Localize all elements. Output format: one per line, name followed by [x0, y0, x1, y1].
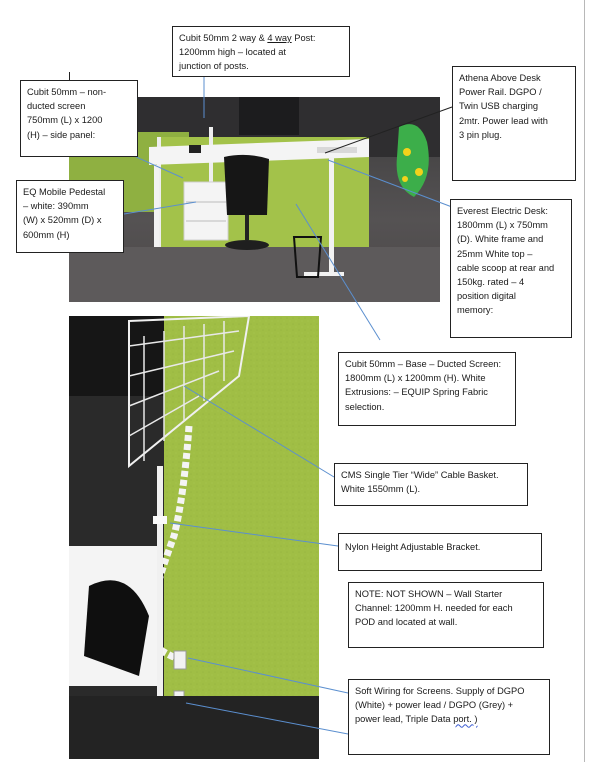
fabric-texture: [164, 316, 319, 759]
screen-post: [157, 466, 163, 759]
callout-note: NOTE: NOT SHOWN – Wall Starter Channel: …: [348, 582, 544, 648]
cable-basket-illustration: [69, 316, 319, 759]
pedestal-photo: [183, 181, 229, 241]
callout-desk: Everest Electric Desk: 1800mm (L) x 750m…: [450, 199, 572, 338]
chair-arm: [84, 580, 149, 676]
office-chair: [224, 154, 269, 215]
desk-underside: [69, 316, 164, 396]
callout-side-panel: Cubit 50mm – non- ducted screen 750mm (L…: [20, 80, 138, 157]
desk-top: [149, 139, 369, 165]
green-mascot: [396, 124, 429, 197]
desk-phone: [189, 145, 201, 153]
callout-soft-wiring: Soft Wiring for Screens. Supply of DGPO …: [348, 679, 550, 755]
cable-basket-ribs: [143, 321, 225, 461]
desk-leg-right: [329, 157, 334, 275]
carpet: [69, 247, 440, 302]
mascot-spot: [403, 148, 411, 156]
mascot-spot: [415, 168, 423, 176]
cable-basket-outline: [128, 316, 251, 469]
callout-base-screen: Cubit 50mm – Base – Ducted Screen: 1800m…: [338, 352, 516, 426]
cable-basket-photo: [69, 316, 319, 759]
desk-foot: [304, 272, 344, 276]
post-center: [209, 127, 213, 217]
callout-bracket: Nylon Height Adjustable Bracket.: [338, 533, 542, 571]
chair-stem: [245, 215, 249, 240]
callout-post: Cubit 50mm 2 way & 4 way Post: 1200mm hi…: [172, 26, 350, 77]
page-edge: [584, 0, 585, 762]
floor: [69, 696, 319, 759]
text-cursor: [69, 72, 70, 82]
callout-pedestal: EQ Mobile Pedestal – white: 390mm (W) x …: [16, 180, 124, 253]
callout-power-rail: Athena Above Desk Power Rail. DGPO / Twi…: [452, 66, 576, 181]
chair-base: [225, 240, 269, 250]
power-outlet: [173, 650, 187, 670]
monitor-back: [239, 97, 299, 135]
desk-leg-left: [154, 165, 159, 247]
mascot-spot: [402, 176, 408, 182]
power-rail-photo: [317, 147, 357, 153]
height-bracket: [153, 516, 167, 524]
callout-cable-basket: CMS Single Tier “Wide” Cable Basket. Whi…: [334, 463, 528, 506]
